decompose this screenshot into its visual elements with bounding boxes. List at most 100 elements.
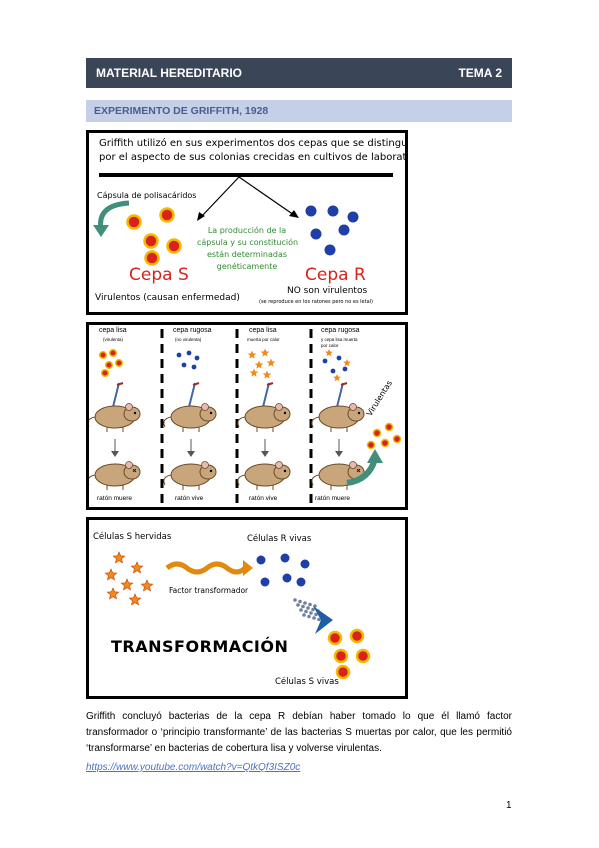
mice-illustration — [89, 329, 402, 503]
dna-fragment — [312, 616, 316, 620]
s-cell — [159, 207, 175, 223]
syringe — [112, 382, 120, 408]
r-cell — [191, 364, 197, 370]
r-cell — [194, 355, 200, 361]
s-cell — [333, 648, 349, 664]
mouse-eye — [283, 469, 287, 473]
genetic-note-line: cápsula y su constitución — [197, 238, 299, 247]
section-title: EXPERIMENTO DE GRIFFITH, 1928 — [94, 105, 269, 117]
arrow-right-head — [289, 210, 299, 218]
dna-fragment — [309, 611, 313, 615]
s-cell — [355, 648, 371, 664]
mouse-ear — [349, 461, 357, 469]
killed-s-cell — [325, 349, 333, 357]
factor-label: Factor transformador — [169, 586, 249, 595]
killed-s-cell — [249, 368, 259, 377]
down-arrow-head — [335, 451, 343, 457]
syringe-plunger — [340, 382, 348, 386]
killed-s-cell — [266, 358, 276, 367]
dna-fragment — [293, 598, 297, 602]
divider-bar — [99, 173, 393, 177]
mouse-tail — [237, 416, 246, 428]
r-cell — [282, 573, 292, 583]
arrow-right — [238, 176, 295, 216]
mouse-ear — [201, 403, 209, 411]
not-virulent-label: NO son virulentos — [287, 286, 368, 296]
mice-experiment-panel: cepa lisa (virulenta) cepa rugosa (no vi… — [86, 322, 408, 510]
s-killed-label: Células S hervidas — [93, 532, 172, 542]
genetic-note-line: están determinadas — [206, 250, 288, 259]
killed-s-cell — [333, 374, 341, 382]
col2-subtitle: (no virulenta) — [175, 337, 202, 342]
intro-line-1: Griffith utilizó en sus experimentos dos… — [99, 138, 408, 149]
killed-s-cell — [130, 561, 144, 574]
r-cell — [176, 352, 182, 358]
genetic-note: La producción de la cápsula y su constit… — [197, 225, 299, 273]
s-cell — [392, 434, 402, 444]
transformation-label: TRANSFORMACIÓN — [111, 637, 289, 656]
down-arrow-head — [111, 451, 119, 457]
col3-result: ratón vive — [249, 495, 278, 502]
mouse-tail — [311, 474, 320, 486]
killed-s-cell — [247, 350, 257, 359]
genetic-note-line: genéticamente — [216, 262, 278, 271]
mouse-ear — [125, 403, 133, 411]
r-alive-label: Células R vivas — [247, 534, 312, 544]
header-topic: TEMA 2 — [458, 66, 502, 80]
dna-fragment — [314, 612, 318, 617]
dna-fragment — [303, 601, 307, 605]
s-cell — [114, 358, 124, 368]
col1-title: cepa lisa — [99, 327, 127, 334]
mouse-eye — [209, 411, 213, 415]
s-cell — [166, 238, 182, 254]
killed-s-cell — [104, 568, 118, 581]
down-arrow-head — [187, 451, 195, 457]
arrow-left — [200, 176, 240, 218]
transformation-panel: Células S hervidas Células R vivas Facto… — [86, 517, 408, 699]
x-eye — [356, 468, 361, 473]
mouse-ear — [275, 461, 283, 469]
dna-fragment — [311, 607, 315, 612]
s-cell — [372, 428, 382, 438]
dna-fragment — [308, 602, 312, 607]
s-cell — [104, 360, 114, 370]
dna-fragment — [307, 614, 311, 619]
col2-title: cepa rugosa — [173, 327, 212, 334]
col4-result: ratón muere — [315, 495, 351, 502]
factor-strand — [165, 561, 247, 575]
mouse-tail — [89, 416, 96, 427]
dna-fragment — [317, 617, 321, 622]
capsule-label: Cápsula de polisacáridos — [97, 191, 197, 200]
r-cell — [300, 559, 310, 569]
dna-fragment — [301, 604, 305, 609]
mouse-ear — [349, 403, 357, 411]
s-cells — [126, 207, 182, 266]
s-cell — [143, 233, 159, 249]
virulent-label: Virulentos (causan enfermedad) — [95, 293, 240, 303]
syringe — [262, 382, 270, 408]
s-cell — [380, 438, 390, 448]
killed-s-cell — [112, 551, 126, 564]
r-cell — [324, 244, 336, 256]
s-cell — [335, 664, 351, 680]
r-cell — [310, 228, 322, 240]
dna-fragment — [299, 608, 303, 612]
r-cell — [260, 577, 270, 587]
header-title: MATERIAL HEREDITARIO — [96, 66, 242, 80]
r-cell — [280, 553, 290, 563]
killed-s-cell — [262, 370, 272, 379]
col1-subtitle: (virulenta) — [103, 337, 124, 342]
video-link[interactable]: https://www.youtube.com/watch?v=QtkQf3IS… — [86, 762, 301, 773]
s-cell — [144, 250, 160, 266]
section-title-bar: EXPERIMENTO DE GRIFFITH, 1928 — [86, 100, 512, 122]
mouse-eye — [209, 469, 213, 473]
dna-fragment — [296, 603, 300, 607]
col1-result: ratón muere — [97, 495, 133, 502]
strain-s-label: Cepa S — [129, 265, 189, 285]
mouse-tail — [237, 474, 246, 486]
r-cell — [186, 350, 192, 356]
strain-r-label: Cepa R — [305, 265, 366, 285]
r-cell — [256, 555, 266, 565]
mouse-eye — [133, 411, 137, 415]
r-cell — [327, 205, 339, 217]
